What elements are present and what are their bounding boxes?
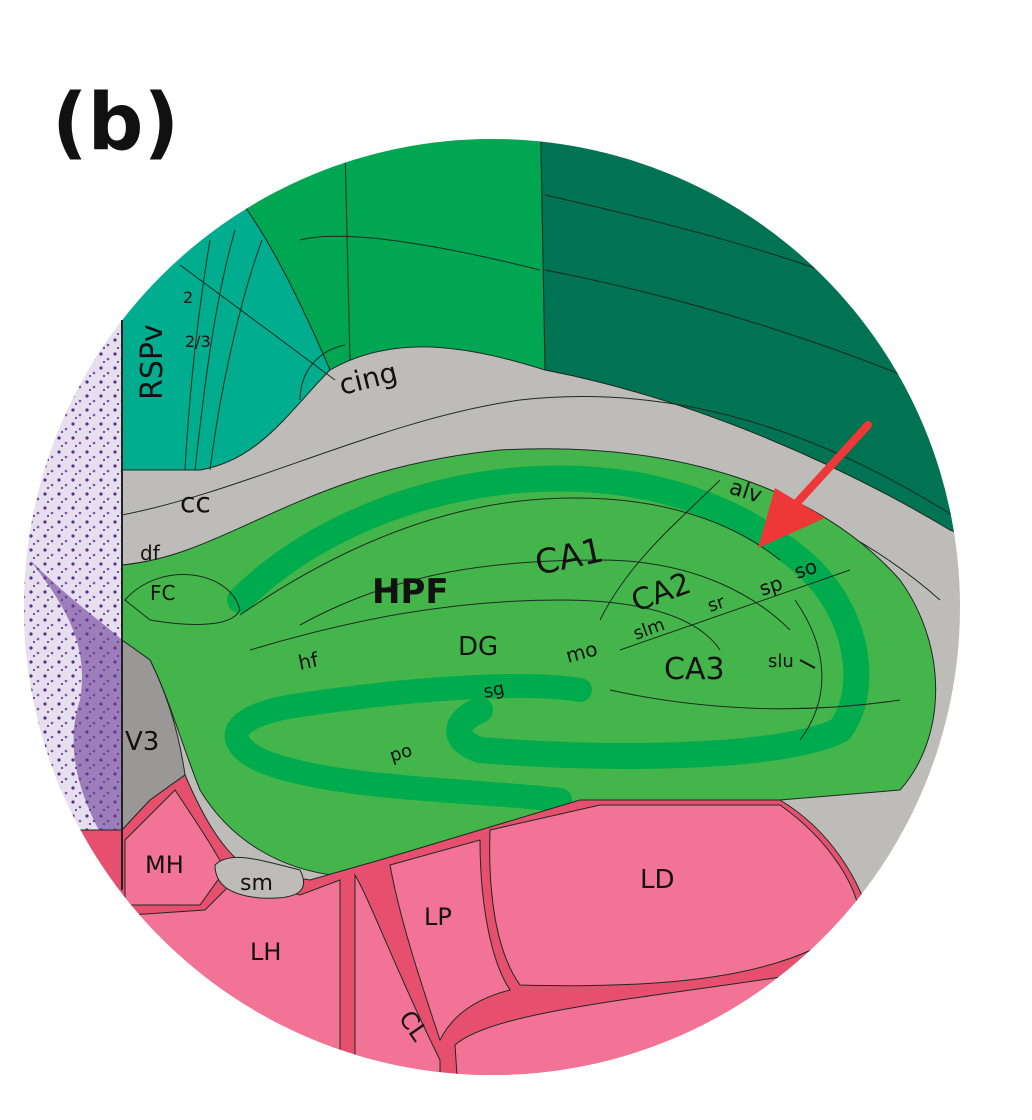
label-cc: cc: [180, 486, 211, 519]
label-slu: slu: [768, 651, 794, 672]
region-lp: [389, 839, 511, 1042]
label-layer-2-3: 2/3: [185, 332, 211, 351]
label-lh: LH: [250, 938, 281, 966]
label-rspv: RSPv: [135, 324, 170, 400]
panel-label: (b): [52, 78, 180, 168]
pyramidal-layer-sp: [227, 465, 870, 769]
label-mh: MH: [145, 851, 184, 879]
region-lh: [129, 879, 341, 1075]
stria-medullaris: [214, 856, 305, 899]
region-mh: [124, 789, 226, 906]
label-hpf: HPF: [372, 572, 449, 612]
label-sg: sg: [482, 678, 507, 703]
label-sm: sm: [240, 871, 273, 896]
label-sr: sr: [705, 591, 728, 616]
nissl-dark-band: [30, 560, 122, 870]
red-arrow-indicator: [758, 421, 872, 548]
retrosplenial-region: [121, 199, 331, 471]
nissl-stain-strip: [24, 139, 123, 1075]
label-v3: V3: [125, 727, 159, 757]
region-cl: [354, 873, 441, 1075]
region-ld: [489, 804, 861, 987]
label-ca3: CA3: [664, 652, 725, 687]
label-dg: DG: [458, 632, 498, 662]
granule-layer-sg: [224, 673, 592, 812]
label-layer-2: 2: [183, 288, 193, 307]
label-fc: FC: [150, 581, 175, 605]
label-ld: LD: [640, 865, 675, 895]
label-lp: LP: [424, 903, 452, 931]
label-df: df: [140, 541, 161, 565]
